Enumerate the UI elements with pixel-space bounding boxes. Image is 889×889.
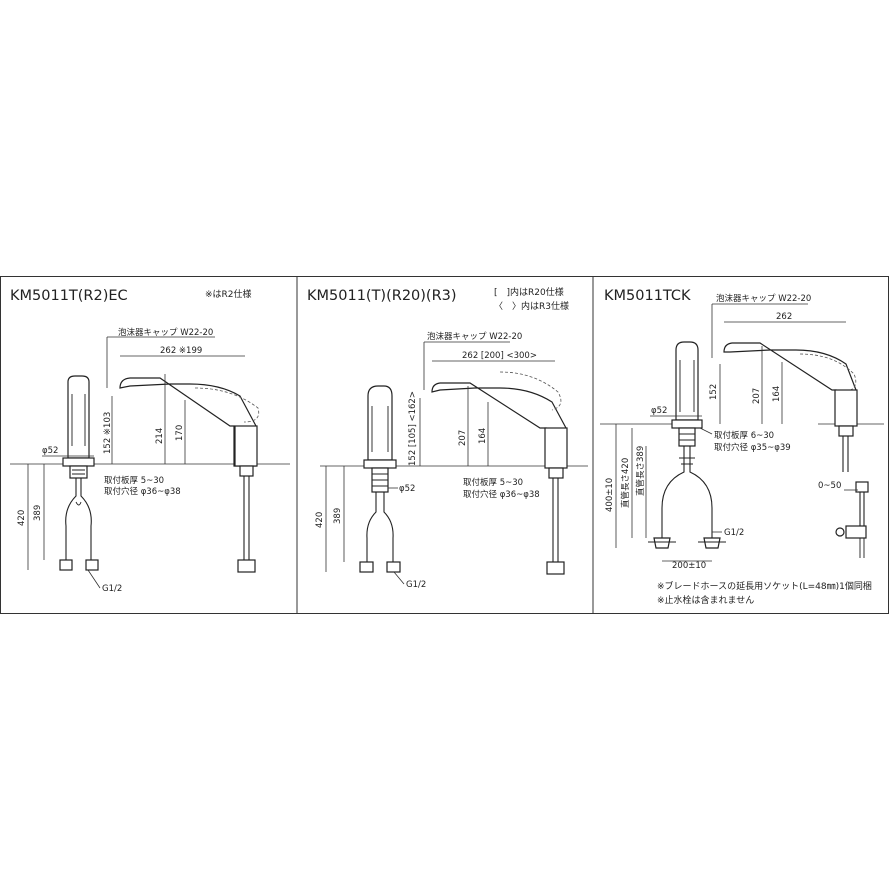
- p2-phi: φ52: [399, 484, 415, 494]
- p1-h170: 170: [175, 425, 185, 441]
- p3-pitch: 200±10: [672, 561, 706, 571]
- front-view: [119, 377, 260, 573]
- p3-offset: 0~50: [818, 481, 841, 491]
- p1-hole: 取付穴径 φ36~φ38: [104, 486, 181, 497]
- front-view-3: [723, 342, 869, 558]
- p1-h420: 420: [17, 510, 27, 526]
- side-view: [59, 375, 99, 571]
- p1-reach: 262 ※199: [160, 346, 202, 356]
- p3-len420: 直管長さ420: [620, 458, 631, 508]
- panel-2-title: KM5011(T)(R20)(R3): [307, 288, 457, 304]
- p3-footnote-2: ※止水栓は含まれません: [657, 594, 754, 606]
- p2-h207: 207: [458, 430, 468, 446]
- p1-h152: 152 ※103: [103, 412, 113, 454]
- side-view-2: [359, 385, 401, 573]
- p3-h164: 164: [772, 386, 782, 402]
- panel-1-note: ※はR2仕様: [205, 288, 252, 300]
- p2-thread: G1/2: [406, 580, 426, 590]
- p1-h214: 214: [155, 428, 165, 444]
- p2-h164: 164: [478, 428, 488, 444]
- p1-cap-label: 泡沫器キャップ W22-20: [118, 327, 213, 338]
- panel-3-title: KM5011TCK: [604, 288, 691, 304]
- p2-cap-label: 泡沫器キャップ W22-20: [427, 331, 522, 342]
- p3-hole: 取付穴径 φ35~φ39: [714, 442, 791, 453]
- front-view-2: [431, 371, 568, 575]
- p3-reach: 262: [776, 312, 792, 322]
- p2-deck: 取付板厚 5~30: [463, 477, 523, 488]
- p2-h420: 420: [315, 512, 325, 528]
- dimension-drawings: KM5011T(R2)EC ※はR2仕様 泡沫器キャップ: [0, 276, 889, 614]
- panel-2: KM5011(T)(R20)(R3) [ ]内はR20仕様 〈 〉内はR3仕様 …: [307, 286, 588, 590]
- panel-2-note-1: [ ]内はR20仕様: [494, 286, 564, 298]
- p3-footnote-1: ※ブレードホースの延長用ソケット(L=48㎜)1個同梱: [657, 580, 872, 592]
- p1-thread: G1/2: [102, 584, 122, 594]
- p3-h400: 400±10: [605, 478, 615, 512]
- panel-3: KM5011TCK 泡沫: [600, 288, 884, 606]
- drawing-sheet: KM5011T(R2)EC ※はR2仕様 泡沫器キャップ: [0, 276, 889, 614]
- panel-2-note-2: 〈 〉内はR3仕様: [494, 300, 569, 312]
- panel-1: KM5011T(R2)EC ※はR2仕様 泡沫器キャップ: [10, 288, 290, 594]
- p1-phi: φ52: [42, 446, 58, 456]
- p3-h152: 152: [709, 384, 719, 400]
- p3-phi: φ52: [651, 406, 667, 416]
- p2-h152: 152 [105] <162>: [408, 391, 418, 466]
- p3-h207: 207: [752, 388, 762, 404]
- side-view-3: [648, 341, 726, 549]
- p3-deck: 取付板厚 6~30: [714, 430, 774, 441]
- p2-hole: 取付穴径 φ36~φ38: [463, 489, 540, 500]
- p1-h389: 389: [33, 505, 43, 521]
- p1-deck: 取付板厚 5~30: [104, 475, 164, 486]
- p3-len389: 直管長さ389: [635, 446, 646, 496]
- p2-reach: 262 [200] <300>: [462, 351, 537, 361]
- p3-cap-label: 泡沫器キャップ W22-20: [716, 293, 811, 304]
- p3-thread: G1/2: [724, 528, 744, 538]
- p2-h389: 389: [333, 508, 343, 524]
- panel-1-title: KM5011T(R2)EC: [10, 288, 128, 304]
